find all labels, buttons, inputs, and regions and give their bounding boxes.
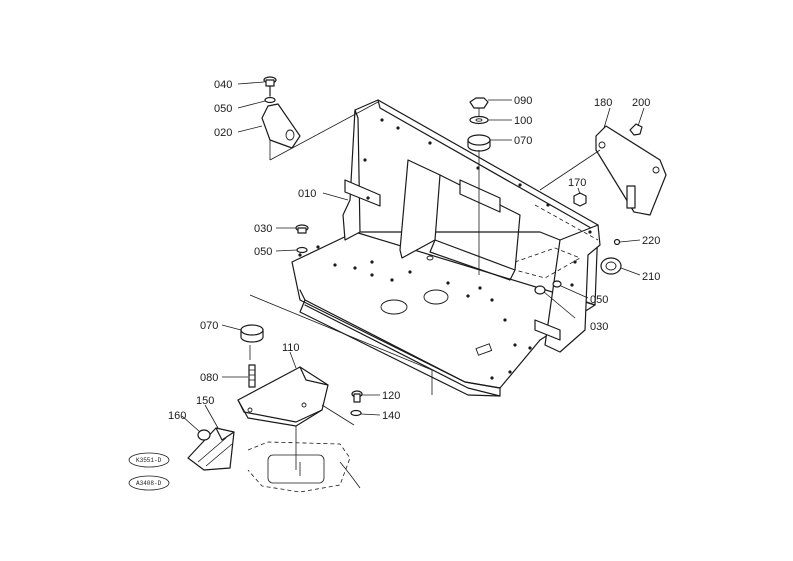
- callout-140: 140: [382, 410, 400, 422]
- callout-210: 210: [642, 271, 660, 283]
- model-stamp-2: A3408-D: [136, 480, 162, 487]
- callout-090: 090: [514, 95, 532, 107]
- callout-160: 160: [168, 410, 186, 422]
- callout-080: 080: [200, 372, 218, 384]
- model-stamps: K3551-D A3408-D: [128, 452, 170, 491]
- callout-050-top: 050: [214, 103, 232, 115]
- washer-050-left-part: [296, 246, 308, 254]
- callout-030-right: 030: [590, 321, 608, 333]
- rubber-mount-070-lower-part: [240, 324, 264, 343]
- callout-020: 020: [214, 127, 232, 139]
- bolt-030-right-part: [534, 285, 576, 319]
- plate-180-part: [539, 125, 667, 216]
- leader-lines: [181, 81, 645, 433]
- washer-140-part: [350, 409, 362, 417]
- callout-200: 200: [632, 97, 650, 109]
- callout-070-top: 070: [514, 135, 532, 147]
- bolt-040-part: [263, 76, 277, 97]
- foot-bracket-150-part: [187, 427, 235, 471]
- washer-100-part: [469, 115, 489, 125]
- callout-110: 110: [282, 342, 300, 354]
- bolt-030-left-part: [295, 224, 309, 234]
- callout-010: 010: [298, 188, 316, 200]
- callout-150: 150: [196, 395, 214, 407]
- callout-120: 120: [382, 390, 400, 402]
- model-stamp-1: K3551-D: [136, 457, 162, 464]
- lower-pad-context: [247, 441, 361, 493]
- rubber-mount-070-top-part: [467, 134, 491, 275]
- callout-030-left: 030: [254, 223, 272, 235]
- washer-050-right-part: [552, 280, 562, 288]
- bracket-020-part: [261, 101, 379, 161]
- grommet-210-part: [600, 257, 622, 275]
- washer-050-top-part: [264, 96, 276, 104]
- callout-050-right: 050: [590, 294, 608, 306]
- callout-100: 100: [514, 115, 532, 127]
- callout-labels: 040 050 020 090 100 070 180 200 010 170 …: [168, 79, 660, 422]
- callout-180: 180: [594, 97, 612, 109]
- nut-170-part: [573, 192, 587, 207]
- support-bracket-110-part: [237, 366, 355, 470]
- callout-220: 220: [642, 235, 660, 247]
- stud-080-part: [248, 364, 256, 388]
- bolt-200-part: [629, 123, 643, 136]
- bolt-120-part: [351, 390, 363, 403]
- bolt-160-part: [197, 429, 211, 441]
- washer-220-part: [613, 238, 621, 246]
- callout-070-lower: 070: [200, 320, 218, 332]
- callout-040: 040: [214, 79, 232, 91]
- main-frame-part: [291, 99, 601, 397]
- nut-090-part: [469, 97, 489, 116]
- callout-170: 170: [568, 177, 586, 189]
- callout-050-left: 050: [254, 246, 272, 258]
